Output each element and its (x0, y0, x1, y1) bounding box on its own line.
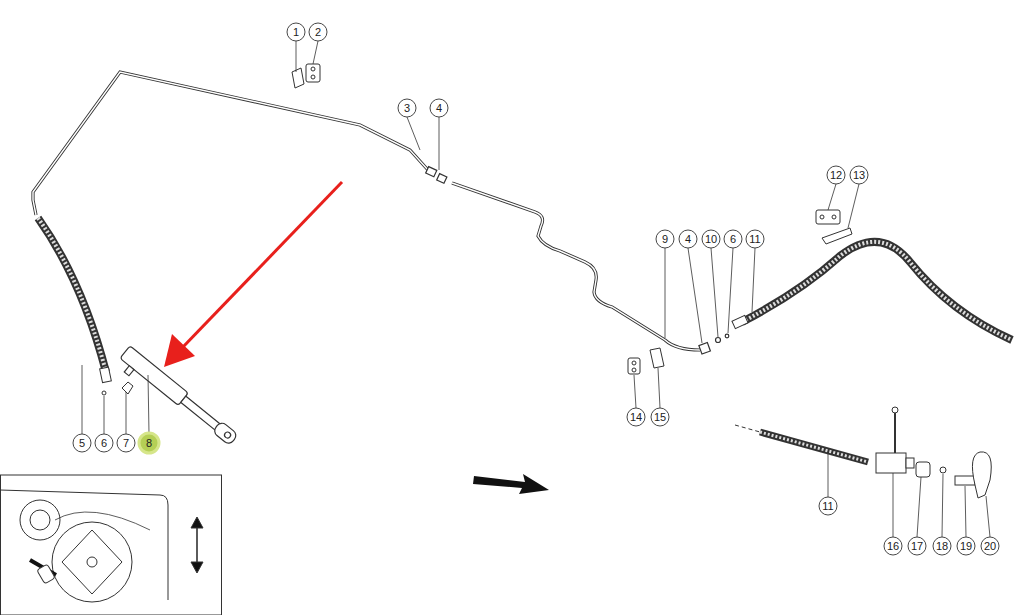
callout-number: 11 (749, 233, 760, 245)
callout-number: 5 (79, 437, 85, 449)
callout-number: 9 (662, 233, 668, 245)
leader-lines (82, 41, 990, 537)
callout-number: 6 (730, 233, 736, 245)
callout-number: 13 (853, 169, 865, 181)
callout-number: 15 (654, 411, 666, 423)
callout-number: 8 (146, 437, 152, 449)
callout-number: 11 (822, 500, 833, 512)
callout-number: 6 (101, 437, 107, 449)
callout-number: 14 (630, 411, 642, 423)
seal-ring (102, 391, 106, 395)
callout-number: 3 (404, 102, 410, 114)
callout-number: 4 (685, 233, 691, 245)
pipe-clips (292, 64, 852, 374)
callout-number: 20 (984, 540, 996, 552)
callout-number: 16 (887, 540, 899, 552)
callout-number: 10 (705, 233, 717, 245)
hose-left (38, 218, 111, 383)
callout-number: 4 (436, 102, 442, 114)
callout-number: 19 (960, 540, 972, 552)
inset-view (0, 475, 222, 615)
callout-number: 2 (315, 26, 321, 38)
direction-arrow (473, 474, 549, 494)
banjo-fitting (122, 382, 133, 394)
callout-number: 7 (123, 437, 129, 449)
callout-number: 18 (936, 540, 948, 552)
valve-group (735, 407, 991, 498)
hose-right (732, 242, 1012, 340)
callout-number: 17 (911, 540, 923, 552)
callout-number: 12 (830, 169, 842, 181)
pipe-lines (33, 72, 729, 354)
callout-number: 1 (293, 26, 299, 38)
pointer-arrow (164, 182, 342, 367)
